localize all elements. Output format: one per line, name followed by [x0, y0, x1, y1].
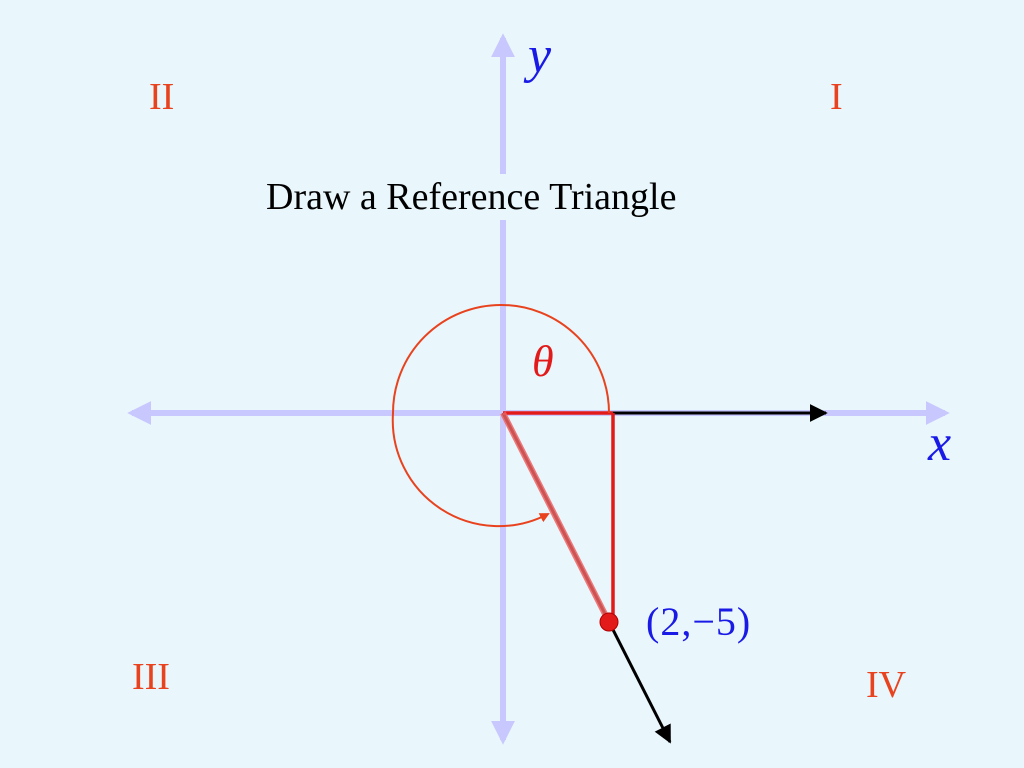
slide-title: Draw a Reference Triangle — [260, 174, 683, 220]
quadrant-label-iii: III — [132, 656, 170, 698]
angle-label-theta: θ — [532, 337, 554, 386]
quadrant-label-iv: IV — [866, 664, 907, 706]
angle-arc — [391, 304, 610, 528]
quadrant-label-ii: II — [149, 76, 175, 118]
point-marker — [599, 612, 619, 632]
reference-triangle-hypotenuse — [500, 411, 612, 624]
point-label: (2,−5) — [646, 599, 752, 644]
x-axis-label: x — [928, 415, 952, 472]
y-axis-label: y — [528, 27, 552, 84]
quadrant-label-i: I — [830, 76, 843, 118]
